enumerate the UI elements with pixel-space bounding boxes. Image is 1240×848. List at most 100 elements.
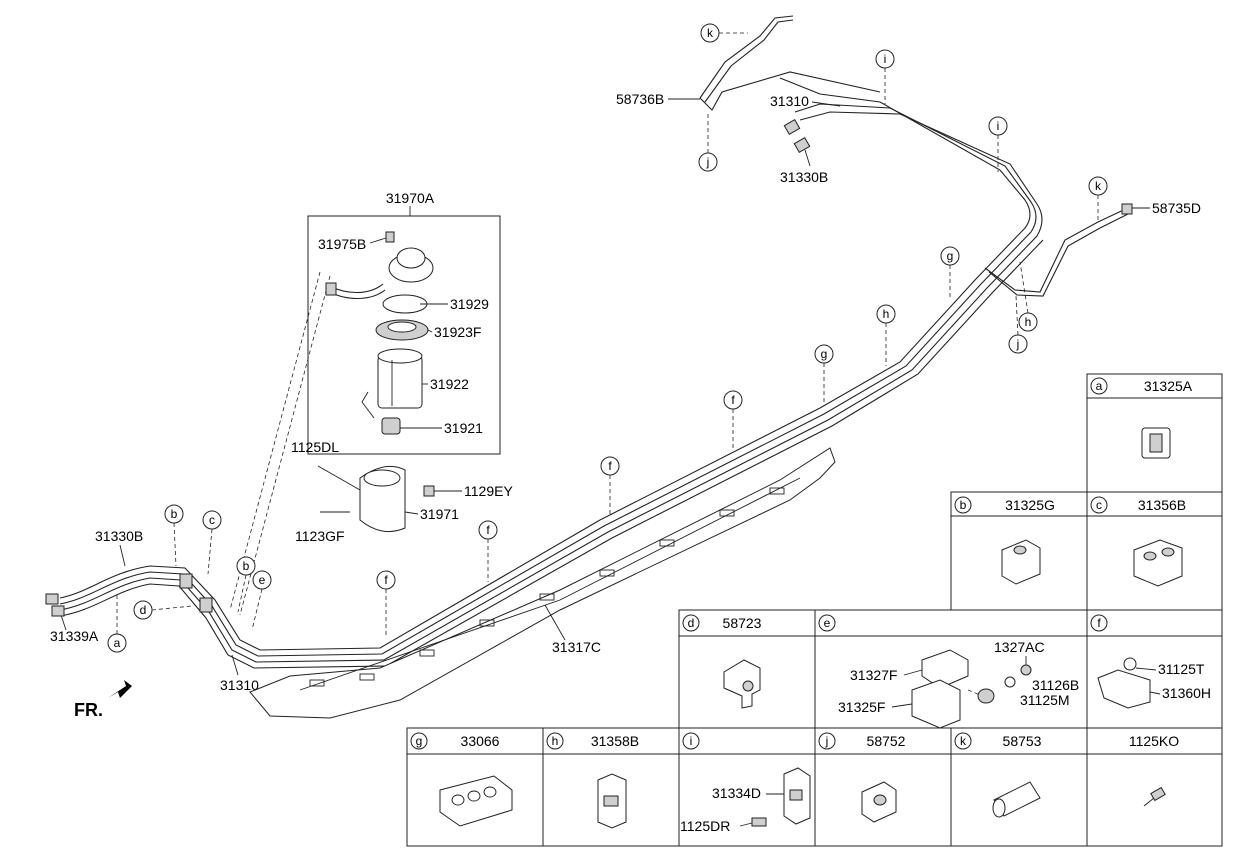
svg-text:h: h (552, 734, 559, 748)
label-31971: 31971 (420, 506, 459, 522)
callout-i-mid: i (988, 116, 1008, 172)
label-58736B: 58736B (616, 91, 664, 107)
cell-h: h 31358B (546, 732, 639, 829)
cell-1125KO: 1125KO (1129, 733, 1179, 807)
label-31330B-left: 31330B (95, 528, 143, 544)
label-31310-bottom: 31310 (220, 677, 259, 693)
callout-b-2: b (236, 556, 256, 613)
callout-a-1: a (107, 592, 127, 653)
callout-j-right: j (1008, 295, 1028, 354)
main-leaders (59, 98, 1150, 676)
svg-text:a: a (114, 636, 121, 650)
callout-h-top: h (876, 304, 896, 366)
svg-text:b: b (960, 498, 967, 512)
callout-k-right: k (1088, 176, 1108, 222)
filter-cap (375, 319, 429, 341)
cell-c: c 31356B (1090, 496, 1186, 587)
callout-d-1: d (133, 600, 193, 620)
part-1125KO: 1125KO (1129, 733, 1179, 749)
part-33066: 33066 (461, 733, 500, 749)
label-1125DL: 1125DL (291, 439, 339, 455)
part-31358B: 31358B (591, 733, 639, 749)
svg-text:g: g (416, 734, 423, 748)
part-31327F: 31327F (850, 667, 897, 683)
callout-f-4: f (376, 570, 396, 638)
svg-text:e: e (824, 616, 831, 630)
callout-g-mid: g (814, 344, 834, 404)
cell-i: i 31334D 1125DR (680, 732, 811, 834)
part-31334D: 31334D (712, 785, 761, 801)
svg-text:a: a (1096, 379, 1103, 393)
callout-g-top: g (940, 246, 960, 300)
callout-e-1: e (251, 570, 272, 631)
filter-cartridge (377, 348, 423, 409)
svg-text:f: f (486, 523, 490, 537)
svg-text:f: f (608, 459, 612, 473)
left-fittings (45, 573, 213, 617)
front-direction-arrow: FR. (74, 680, 132, 720)
main-labels: 31975B 31929 31923F 31922 31921 1125DL 1… (50, 91, 1201, 693)
callout-f-1: f (723, 390, 743, 450)
svg-text:d: d (140, 603, 147, 617)
part-1327AC: 1327AC (994, 639, 1045, 655)
label-31922: 31922 (430, 376, 469, 392)
svg-text:k: k (1095, 179, 1102, 193)
filter-bracket (317, 465, 435, 533)
part-31356B: 31356B (1138, 497, 1186, 513)
label-31975B: 31975B (318, 236, 366, 252)
filter-leaders (369, 237, 462, 515)
svg-text:i: i (884, 52, 887, 66)
svg-text:j: j (1016, 337, 1020, 351)
part-31325A: 31325A (1144, 378, 1193, 394)
callout-f-3: f (478, 520, 498, 582)
svg-text:h: h (1025, 315, 1032, 329)
svg-text:k: k (960, 734, 967, 748)
part-31360H: 31360H (1162, 685, 1211, 701)
cell-a: a 31325A (1090, 377, 1193, 459)
label-31317C: 31317C (552, 639, 601, 655)
part-31325G: 31325G (1005, 497, 1055, 513)
cell-k: k 58753 (954, 732, 1042, 818)
label-1129EY: 1129EY (464, 483, 513, 499)
filter-assembly-box (307, 215, 501, 455)
callout-f-2: f (600, 456, 620, 516)
svg-text:b: b (243, 559, 250, 573)
part-58752: 58752 (867, 733, 906, 749)
water-sensor (361, 391, 401, 435)
svg-text:b: b (171, 507, 178, 521)
svg-text:j: j (825, 734, 829, 748)
cell-e: e 1327AC 31327F 31126B 31125M 31325F (818, 614, 1079, 729)
part-31125M: 31125M (1020, 692, 1070, 708)
filter-head (385, 231, 434, 283)
label-1123GF: 1123GF (295, 528, 345, 544)
filter-assembly-label: 31970A (386, 190, 435, 206)
front-label: FR. (74, 700, 103, 720)
label-31310-top: 31310 (770, 93, 809, 109)
return-line-top (699, 15, 881, 111)
parts-table (406, 373, 1223, 847)
label-31339A: 31339A (50, 628, 99, 644)
callout-j-top: j (698, 112, 718, 172)
callout-h-right: h (1018, 261, 1038, 332)
label-31921: 31921 (444, 420, 483, 436)
cell-f: f 31125T 31360H (1090, 614, 1211, 709)
svg-text:f: f (731, 393, 735, 407)
part-58753: 58753 (1003, 733, 1042, 749)
label-31330B-top: 31330B (780, 169, 828, 185)
svg-text:f: f (384, 573, 388, 587)
part-58723: 58723 (723, 615, 762, 631)
svg-text:i: i (690, 734, 693, 748)
cell-d: d 58723 (682, 614, 762, 709)
part-31125T: 31125T (1158, 661, 1205, 677)
part-31325F: 31325F (838, 699, 885, 715)
side-rail-31317C (249, 447, 836, 719)
svg-text:c: c (209, 513, 215, 527)
part-31126B: 31126B (1032, 677, 1079, 693)
cell-g: g 33066 (410, 732, 513, 827)
cell-j: j 58752 (818, 732, 906, 823)
callout-k-top: k (700, 23, 748, 43)
callout-b-1: b (164, 504, 184, 567)
cell-b: b 31325G (954, 496, 1055, 585)
svg-text:g: g (821, 347, 828, 361)
